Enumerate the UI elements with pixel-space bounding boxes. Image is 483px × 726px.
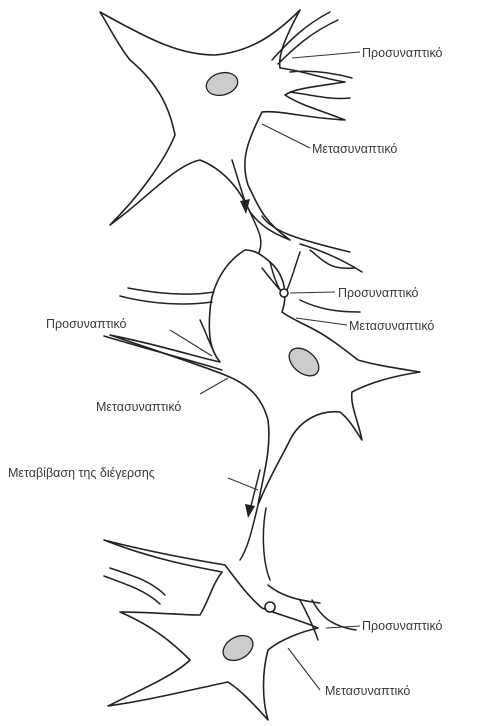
label-postsynaptic-1: Μετασυναπτικό xyxy=(312,142,397,156)
neuron-1-soma xyxy=(100,10,345,240)
neuron-3-presyn-fiber-c xyxy=(312,600,356,630)
label-presynaptic-2a: Προσυναπτικό xyxy=(338,286,419,300)
label-transmission: Μεταβίβαση της διέγερσης xyxy=(8,466,155,480)
leader-pre-1 xyxy=(292,52,360,58)
neuron-3-soma xyxy=(104,540,318,720)
neuron-2-dendrite-a xyxy=(128,288,214,294)
leader-transmission xyxy=(228,478,258,490)
signal-arrow-2 xyxy=(245,470,260,518)
leader-post-1 xyxy=(262,124,310,148)
neuron-3-synaptic-bouton xyxy=(265,602,275,612)
neuron-2-synaptic-bouton xyxy=(280,289,288,297)
neuron-2-incoming-axon-d xyxy=(310,250,355,268)
leader-post-2b xyxy=(200,378,228,394)
label-presynaptic-2b: Προσυναπτικό xyxy=(46,317,127,331)
neuron-2-presyn-fiber-c xyxy=(286,252,300,292)
label-postsynaptic-3: Μετασυναπτικό xyxy=(325,684,410,698)
neuron-2-dendrite-c xyxy=(104,336,222,370)
label-presynaptic-1: Προσυναπτικό xyxy=(362,46,443,60)
label-postsynaptic-2b: Μετασυναπτικό xyxy=(96,400,181,414)
label-presynaptic-3: Προσυναπτικό xyxy=(362,619,443,633)
neuron-2 xyxy=(104,212,420,505)
leader-post-3 xyxy=(288,648,320,690)
label-postsynaptic-2a: Μετασυναπτικό xyxy=(349,319,434,333)
neuron-3-incoming-axon-b xyxy=(263,508,270,580)
neuron-1-axon-terminal-d xyxy=(290,92,350,98)
neuron-2-fiber-right xyxy=(300,300,360,312)
leader-pre-2a xyxy=(290,292,335,293)
neuron-1 xyxy=(100,10,352,240)
neuron-2-dendrite-b xyxy=(120,296,212,304)
neuron-3-dendrite-b xyxy=(104,576,160,604)
